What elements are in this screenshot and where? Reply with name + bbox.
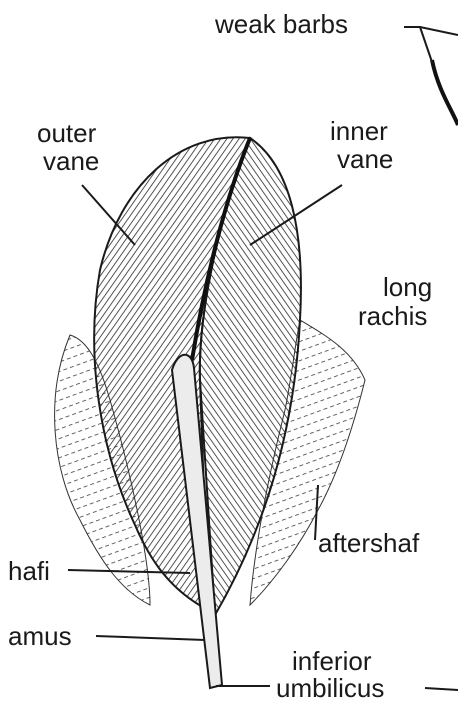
label-weak-barbs: weak barbs	[214, 9, 348, 39]
weak-barbs-feather-edge	[432, 60, 458, 125]
label-inner-vane-line2: vane	[337, 144, 393, 174]
label-long-rachis-line1: long	[383, 272, 432, 302]
label-inferior-umbilicus-line1: inferior	[292, 646, 372, 676]
label-aftershaft-left: hafi	[8, 556, 50, 586]
label-aftershaft-right: aftershaf	[318, 528, 420, 558]
label-long-rachis-line2: rachis	[358, 301, 427, 331]
label-calamus: amus	[8, 621, 72, 651]
label-inner-vane-line1: inner	[330, 116, 388, 146]
label-outer-vane-line2: vane	[43, 146, 99, 176]
label-outer-vane-line1: outer	[37, 118, 97, 148]
label-inferior-umbilicus-line2: umbilicus	[276, 673, 384, 703]
